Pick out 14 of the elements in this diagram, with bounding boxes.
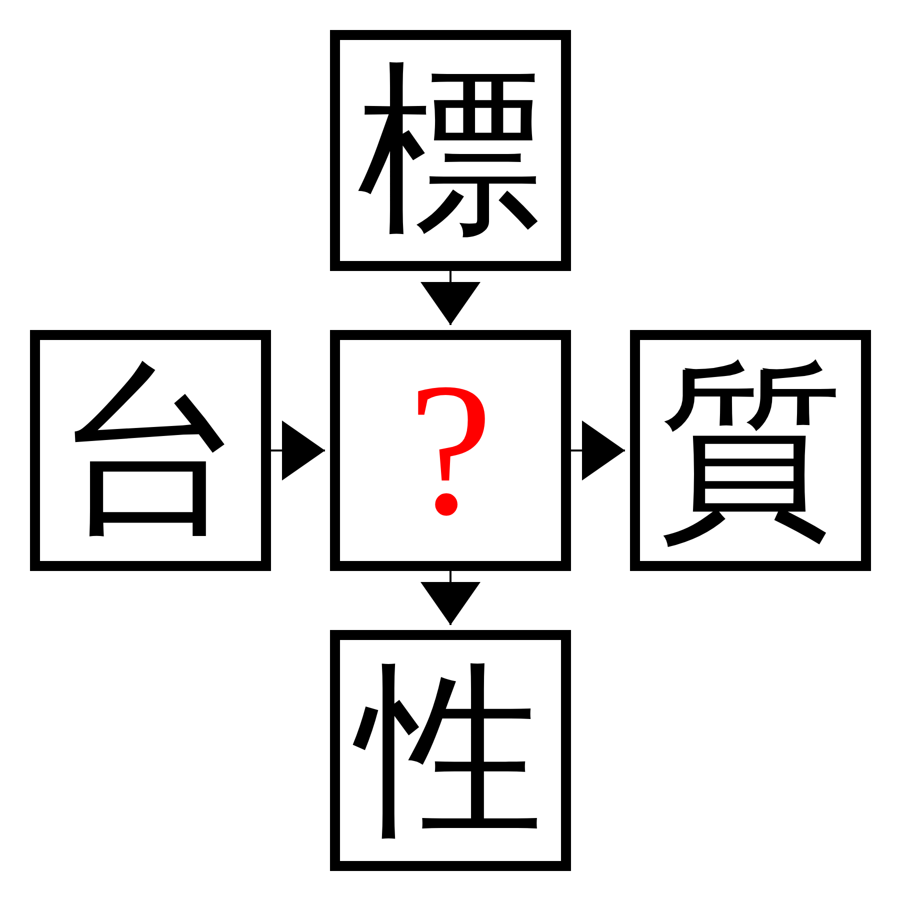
arrow — [271, 420, 325, 480]
character-box — [630, 330, 871, 571]
arrow — [420, 271, 480, 325]
arrow — [571, 420, 625, 480]
kanji-character: 標 — [356, 46, 544, 255]
character-box — [30, 330, 271, 571]
character-box — [330, 30, 571, 271]
kanji-character: 台 — [56, 346, 244, 555]
character-box — [330, 330, 571, 571]
arrow — [420, 571, 480, 625]
kanji-character: 質 — [656, 346, 844, 555]
question-mark: ? — [407, 344, 494, 557]
kanji-character: 性 — [352, 646, 550, 855]
character-box — [330, 630, 571, 871]
